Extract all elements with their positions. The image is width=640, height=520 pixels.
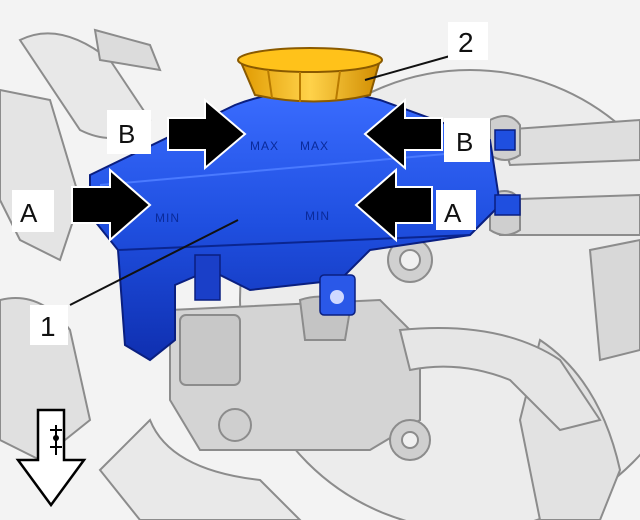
callout-box-b-left	[107, 110, 151, 154]
arrow-down-icon	[15, 408, 87, 508]
leader-line-1	[69, 219, 239, 306]
callout-label-a-left: A	[20, 198, 38, 228]
callout-label-1: 1	[40, 311, 56, 342]
callout-box-2	[448, 22, 488, 60]
callout-box-b-right	[444, 118, 490, 162]
callout-label-a-right: A	[444, 198, 462, 228]
arrow-lower-right	[354, 167, 433, 243]
max-mark-right: MAX	[300, 139, 329, 153]
leader-line-2	[364, 55, 451, 81]
arrow-upper-right	[363, 97, 443, 171]
min-mark-right: MIN	[305, 209, 330, 223]
max-mark-left: MAX	[250, 139, 279, 153]
reservoir-cap	[237, 47, 383, 103]
callout-box-1	[30, 305, 68, 345]
callout-box-a-right	[436, 190, 476, 230]
callout-label-2: 2	[458, 27, 474, 58]
callout-label-b-left: B	[118, 119, 135, 149]
arrow-lower-left	[71, 167, 152, 243]
arrow-upper-left	[167, 97, 247, 171]
callout-box-a-left	[12, 190, 54, 232]
callout-label-b-right: B	[456, 127, 473, 157]
min-mark-left: MIN	[155, 211, 180, 225]
